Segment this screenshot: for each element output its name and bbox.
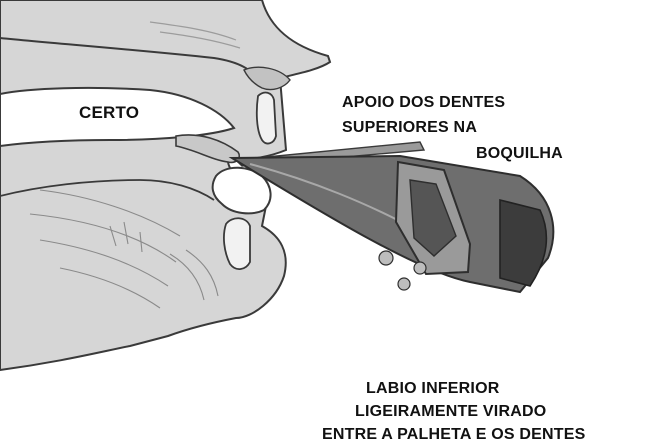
label-labio-line-3: ENTRE A PALHETA E OS DENTES [322, 425, 586, 445]
lower-tooth [224, 218, 250, 269]
upper-tooth [257, 93, 276, 144]
label-labio-line-1: LABIO INFERIOR [366, 379, 499, 399]
label-apoio-line-3: BOQUILHA [476, 144, 563, 164]
label-labio-line-2: LIGEIRAMENTE VIRADO [355, 402, 546, 422]
mouthpiece-tail [500, 200, 546, 286]
label-apoio-line-2: SUPERIORES NA [342, 118, 477, 138]
label-certo: CERTO [79, 103, 139, 123]
label-apoio-line-1: APOIO DOS DENTES [342, 93, 505, 113]
